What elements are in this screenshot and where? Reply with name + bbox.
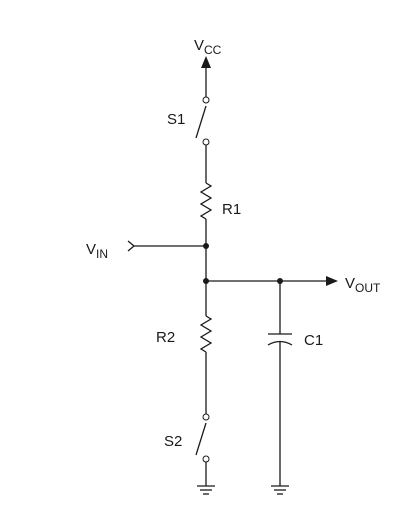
resistor-r2-label: R2 [156,329,175,346]
switch-s2-label: S2 [164,433,182,450]
ground-icon [271,485,289,495]
vin-label: VIN [86,241,108,261]
resistor-r1-icon [199,182,213,220]
capacitor-c1-label: C1 [304,332,323,349]
vin-input-arrow-icon [127,240,206,252]
vcc-label: VCC [194,37,222,57]
switch-s1-label: S1 [167,111,185,128]
switch-s1-icon [195,96,210,146]
resistor-r1-label: R1 [222,201,241,218]
vcc-supply-arrow-icon [201,56,211,97]
ground-icon [197,485,215,495]
resistor-r2-icon [199,315,213,353]
vout-output-arrow-icon [206,276,338,286]
vout-label: VOUT [345,275,381,295]
switch-s2-icon [195,413,210,463]
